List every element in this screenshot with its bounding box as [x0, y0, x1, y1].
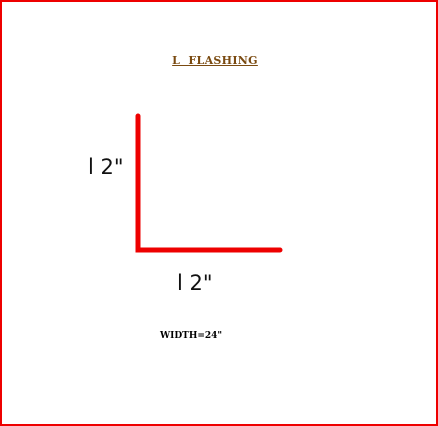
vertical-leg-dimension: l 2": [88, 155, 124, 179]
horizontal-leg-dimension: l 2": [177, 271, 213, 295]
flashing-profile-line: [135, 113, 283, 253]
width-note: WIDTH=24": [160, 331, 223, 341]
drawing-title: L FLASHING: [172, 54, 258, 67]
